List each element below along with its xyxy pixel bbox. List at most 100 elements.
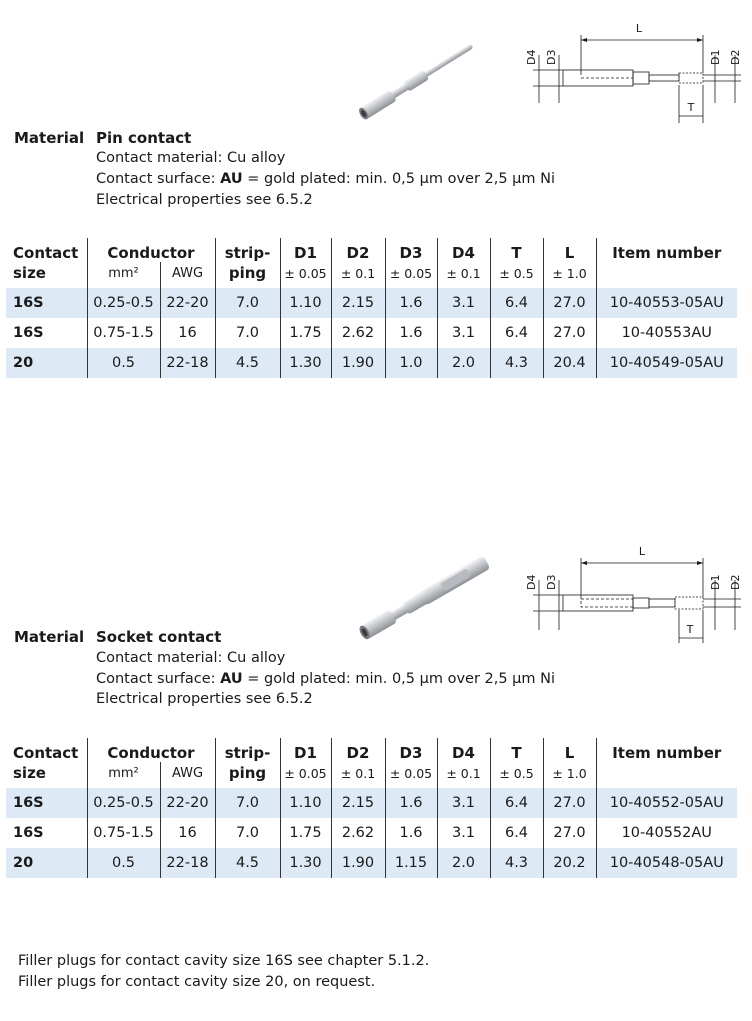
header-item-empty <box>595 262 737 288</box>
contact-surface-line: Contact surface: AU = gold plated: min. … <box>96 171 555 187</box>
header-item-number: Item number <box>595 738 737 762</box>
tol-d3: ± 0.05 <box>384 762 437 788</box>
cell-d4: 3.1 <box>436 288 490 318</box>
cell-t: 6.4 <box>489 788 543 818</box>
cell-mm2: 0.5 <box>86 848 160 878</box>
cell-d3: 1.6 <box>384 288 437 318</box>
dim-label-d3: D3 <box>545 575 558 590</box>
tol-d1: ± 0.05 <box>279 262 331 288</box>
header-l: L <box>542 238 596 262</box>
pin-dimension-drawing: L D4 D3 D1 D2 T <box>525 22 742 123</box>
cell-d2: 1.90 <box>330 848 385 878</box>
header-d1: D1 <box>279 238 331 262</box>
cell-awg: 16 <box>159 818 215 848</box>
cell-l: 27.0 <box>542 288 596 318</box>
cell-size: 16S <box>6 288 87 318</box>
header-mm2: mm² <box>86 262 160 288</box>
cell-d4: 3.1 <box>436 818 490 848</box>
tol-d2: ± 0.1 <box>330 262 385 288</box>
table-row: 20 0.5 22-18 4.5 1.30 1.90 1.0 2.0 4.3 2… <box>6 348 737 378</box>
table-subheader-row: size mm² AWG ping ± 0.05 ± 0.1 ± 0.05 ± … <box>6 262 737 288</box>
dim-label-d4: D4 <box>525 50 538 65</box>
header-awg: AWG <box>159 262 215 288</box>
contact-material-line: Contact material: Cu alloy <box>96 150 286 166</box>
tol-t: ± 0.5 <box>489 262 543 288</box>
cell-d1: 1.10 <box>279 788 331 818</box>
contact-title: Socket contact <box>96 628 222 646</box>
cell-awg: 16 <box>159 318 215 348</box>
table-header-row: Contact Conductor strip- D1 D2 D3 D4 T L… <box>6 738 737 762</box>
tol-l: ± 1.0 <box>542 262 596 288</box>
cell-l: 27.0 <box>542 318 596 348</box>
header-l: L <box>542 738 596 762</box>
cell-item-number: 10-40552AU <box>595 818 737 848</box>
dim-label-d1: D1 <box>709 50 722 65</box>
surface-prefix: Contact surface: <box>96 671 221 687</box>
contact-material-line: Contact material: Cu alloy <box>96 650 286 666</box>
tol-t: ± 0.5 <box>489 762 543 788</box>
cell-awg: 22-18 <box>159 848 215 878</box>
header-stripping-2: ping <box>214 762 280 788</box>
header-size: size <box>13 264 46 282</box>
contact-title: Pin contact <box>96 129 192 147</box>
socket-contact-photo <box>359 556 490 640</box>
header-item-empty <box>595 762 737 788</box>
tol-d2: ± 0.1 <box>330 762 385 788</box>
surface-description: = gold plated: min. 0,5 µm over 2,5 µm N… <box>242 671 556 687</box>
cell-size: 20 <box>6 848 87 878</box>
tol-d1: ± 0.05 <box>279 762 331 788</box>
surface-code: AU <box>220 671 243 687</box>
cell-d1: 1.30 <box>279 348 331 378</box>
cell-d3: 1.15 <box>384 848 437 878</box>
cell-d3: 1.6 <box>384 318 437 348</box>
header-contact: Contact <box>13 244 79 262</box>
header-t: T <box>489 238 543 262</box>
cell-d2: 2.62 <box>330 318 385 348</box>
cell-stripping: 4.5 <box>214 348 280 378</box>
cell-d4: 3.1 <box>436 788 490 818</box>
cell-t: 6.4 <box>489 318 543 348</box>
header-conductor: Conductor <box>86 738 215 762</box>
header-conductor: Conductor <box>86 238 215 262</box>
dim-label-d2: D2 <box>729 50 742 65</box>
header-d4: D4 <box>436 738 490 762</box>
dim-label-d1: D1 <box>709 575 722 590</box>
cell-l: 27.0 <box>542 818 596 848</box>
cell-d3: 1.0 <box>384 348 437 378</box>
table-header-row: Contact Conductor strip- D1 D2 D3 D4 T L… <box>6 238 737 262</box>
surface-code: AU <box>220 171 243 187</box>
header-size: size <box>13 764 46 782</box>
cell-t: 6.4 <box>489 818 543 848</box>
table-row: 16S 0.25-0.5 22-20 7.0 1.10 2.15 1.6 3.1… <box>6 788 737 818</box>
header-d3: D3 <box>384 238 437 262</box>
dim-label-d2: D2 <box>729 575 742 590</box>
table-row: 16S 0.75-1.5 16 7.0 1.75 2.62 1.6 3.1 6.… <box>6 318 737 348</box>
cell-l: 20.2 <box>542 848 596 878</box>
cell-item-number: 10-40553AU <box>595 318 737 348</box>
dim-label-l: L <box>636 22 643 35</box>
header-mm2: mm² <box>86 762 160 788</box>
cell-d2: 2.62 <box>330 818 385 848</box>
table-subheader-row: size mm² AWG ping ± 0.05 ± 0.1 ± 0.05 ± … <box>6 762 737 788</box>
dim-label-l: L <box>639 545 646 558</box>
tol-d4: ± 0.1 <box>436 762 490 788</box>
cell-d2: 1.90 <box>330 348 385 378</box>
material-label: Material <box>14 129 85 147</box>
dim-label-d3: D3 <box>545 50 558 65</box>
dim-label-t: T <box>687 101 695 114</box>
header-stripping-2: ping <box>214 262 280 288</box>
dim-label-d4: D4 <box>525 575 538 590</box>
header-t: T <box>489 738 543 762</box>
electrical-properties-line: Electrical properties see 6.5.2 <box>96 691 313 707</box>
table-row: 20 0.5 22-18 4.5 1.30 1.90 1.15 2.0 4.3 … <box>6 848 737 878</box>
pin-contact-photo <box>359 44 473 120</box>
cell-stripping: 4.5 <box>214 848 280 878</box>
header-d2: D2 <box>330 238 385 262</box>
header-d3: D3 <box>384 738 437 762</box>
cell-d1: 1.30 <box>279 848 331 878</box>
electrical-properties-line: Electrical properties see 6.5.2 <box>96 192 313 208</box>
cell-mm2: 0.25-0.5 <box>86 288 160 318</box>
cell-awg: 22-20 <box>159 788 215 818</box>
cell-awg: 22-20 <box>159 288 215 318</box>
header-d2: D2 <box>330 738 385 762</box>
